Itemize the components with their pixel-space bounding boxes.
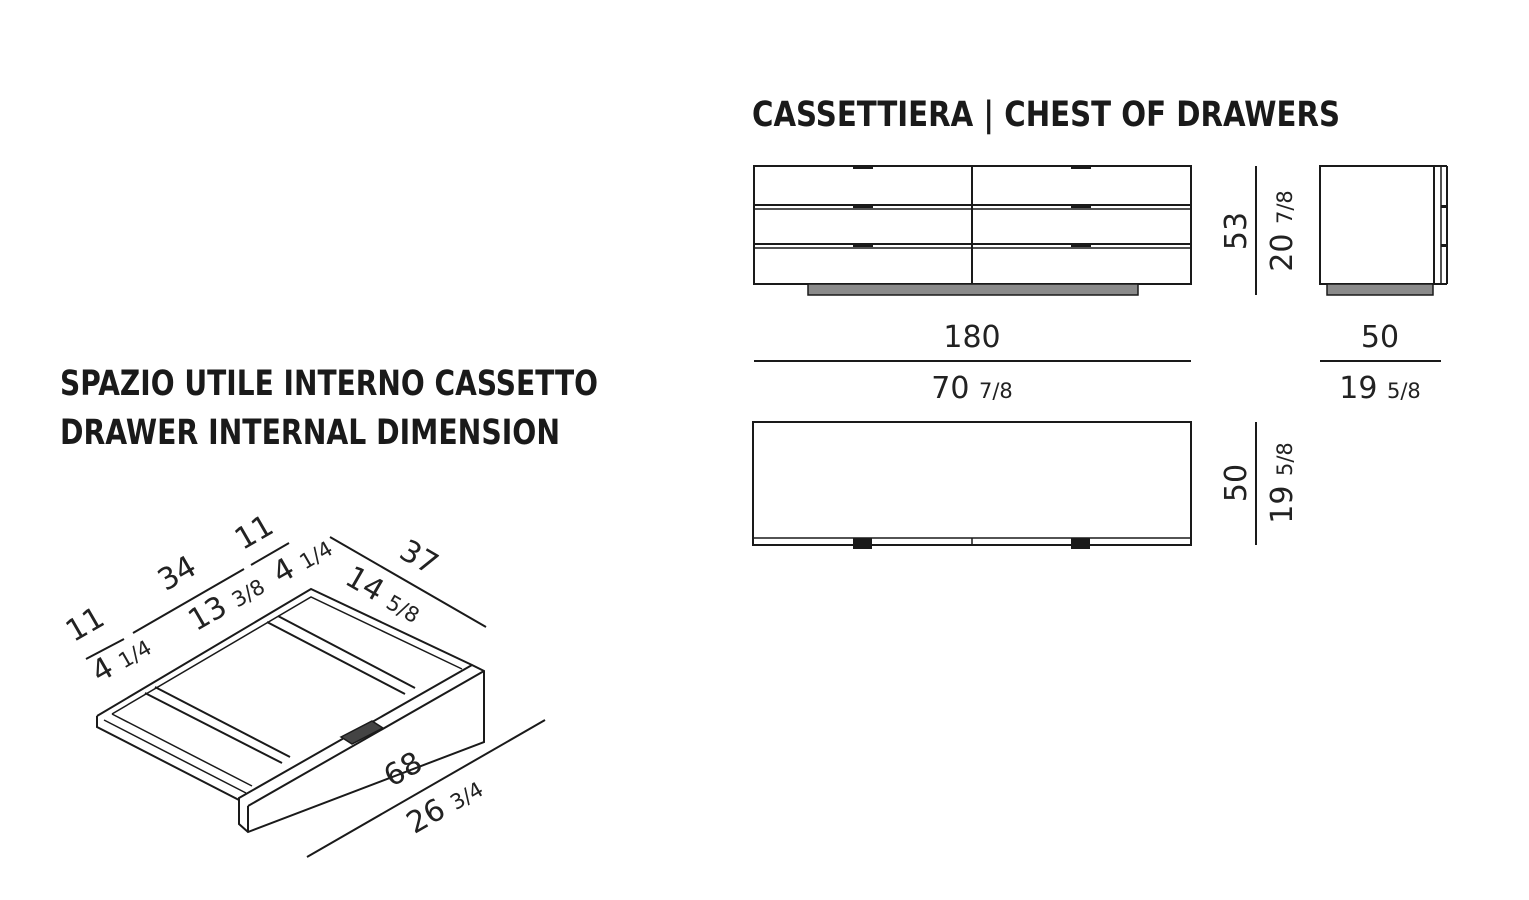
drawer-pull [853, 166, 873, 169]
top-depth-cm: 50 [1219, 464, 1254, 502]
plinth-base [1326, 283, 1434, 296]
dimension-line [85, 638, 125, 660]
drawer-depth-dimension: 37 14 5/8 [339, 533, 444, 628]
isometric-drawer [96, 587, 485, 834]
cabinet-top-outline [752, 421, 1192, 546]
drawer-divider-left [144, 692, 283, 764]
internal-dimension-title-english: DRAWER INTERNAL DIMENSION [60, 413, 560, 453]
cabinet-side-body [1319, 165, 1435, 285]
drawer-inner-rim [111, 596, 463, 715]
left-compartment-dimension: 11 4 1/4 [60, 600, 156, 690]
side-depth-dimension: 50 19 5/8 [1320, 320, 1441, 406]
drawer-back-edge [96, 587, 473, 717]
svg-text:34: 34 [152, 549, 203, 598]
plinth-base [807, 283, 1139, 296]
drawer-front-top-edge [247, 670, 485, 807]
svg-text:11: 11 [60, 600, 111, 649]
front-width-inches: 70 7/8 [931, 371, 1013, 406]
dimension-line [250, 542, 290, 566]
drawer-inner-rim [111, 713, 253, 787]
front-elevation [753, 165, 1192, 296]
drawer-pull [853, 244, 873, 247]
drawer-pull [853, 205, 873, 208]
drawer-left-end [96, 716, 240, 801]
drawer-divider-right [277, 615, 416, 689]
drawer-pull [1441, 205, 1447, 208]
top-depth-dimension: 50 19 5/8 [1219, 422, 1300, 545]
svg-text:11: 11 [229, 508, 280, 557]
front-height-cm: 53 [1219, 212, 1254, 250]
dimension-line [132, 568, 245, 634]
top-view [752, 421, 1192, 549]
chest-of-drawers-title: CASSETTIERA | CHEST OF DRAWERS [752, 95, 1340, 135]
drawer-handle [339, 720, 385, 745]
drawer-pull [1071, 538, 1090, 549]
side-depth-inches: 19 5/8 [1339, 371, 1421, 406]
side-elevation [1319, 165, 1448, 296]
svg-text:37: 37 [393, 533, 444, 582]
front-width-cm: 180 [943, 320, 1000, 355]
side-depth-cm: 50 [1361, 320, 1399, 355]
drawer-pull [1071, 244, 1091, 247]
front-height-inches: 20 7/8 [1265, 190, 1300, 272]
drawer-pull [1441, 244, 1447, 247]
front-height-dimension: 53 20 7/8 [1219, 166, 1300, 295]
drawer-inner-rim [103, 719, 247, 794]
drawer-divider-right [266, 621, 406, 695]
front-width-dimension: 180 70 7/8 [754, 320, 1191, 406]
internal-dimension-title-italian: SPAZIO UTILE INTERNO CASSETTO [60, 364, 598, 404]
top-depth-inches: 19 5/8 [1265, 442, 1300, 524]
drawer-divider-left [154, 686, 291, 758]
dimension-line [329, 536, 487, 628]
drawer-pull [853, 538, 872, 549]
drawer-pull [1071, 166, 1091, 169]
drawer-pull [1071, 205, 1091, 208]
dimension-line [306, 719, 546, 858]
